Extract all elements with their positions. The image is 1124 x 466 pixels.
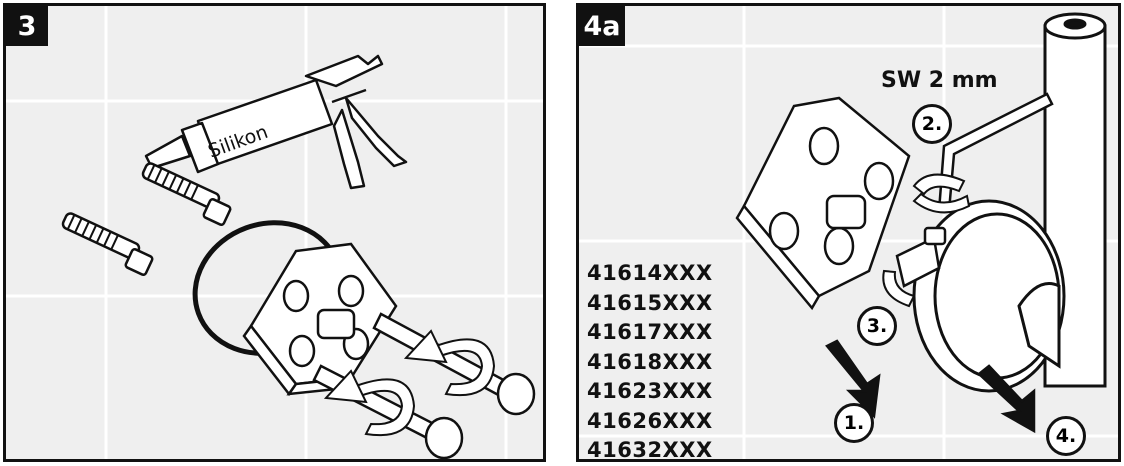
rotate-arrow-fitting — [882, 269, 916, 308]
step-3-badge: 3 — [6, 6, 48, 46]
wall-flange — [912, 199, 1066, 393]
mounting-plate — [242, 242, 398, 397]
step-number-1: 1. — [834, 403, 874, 443]
step-3-panel: 3 Silikon — [3, 3, 546, 462]
rotate-arrow-lower — [323, 369, 416, 437]
step-number-2: 2. — [912, 104, 952, 144]
step-3-illustration: Silikon — [6, 6, 543, 459]
step-4a-badge: 4a — [579, 6, 625, 46]
push-arrow-step4 — [977, 364, 1036, 434]
push-arrow-step1 — [825, 339, 881, 419]
step-4a-panel: 4a — [576, 3, 1121, 462]
model-number: 41618XXX — [587, 349, 713, 374]
screw-upper — [372, 312, 536, 416]
step-4a-illustration — [579, 6, 1118, 459]
set-screw-fitting — [895, 226, 947, 288]
step-number-3: 3. — [857, 306, 897, 346]
step-number-4: 4. — [1046, 416, 1086, 456]
silicone-caulk-gun — [144, 54, 408, 190]
wall-anchor-lower — [61, 212, 154, 276]
model-number: 41626XXX — [587, 408, 713, 433]
model-number: 41632XXX — [587, 438, 713, 462]
allen-key — [937, 92, 1054, 213]
rotate-arrow-key — [912, 173, 971, 214]
rotate-arrow-upper — [403, 329, 496, 397]
model-number: 41617XXX — [587, 320, 713, 344]
model-number: 41614XXX — [587, 261, 713, 285]
tool-size-label: SW 2 mm — [881, 68, 998, 93]
model-number-list: 41614XXX 41615XXX 41617XXX 41618XXX 4162… — [587, 259, 713, 462]
mounting-plate — [735, 96, 911, 311]
wall-anchor-upper — [141, 162, 232, 226]
model-number: 41623XXX — [587, 379, 713, 403]
model-number: 41615XXX — [587, 290, 713, 315]
